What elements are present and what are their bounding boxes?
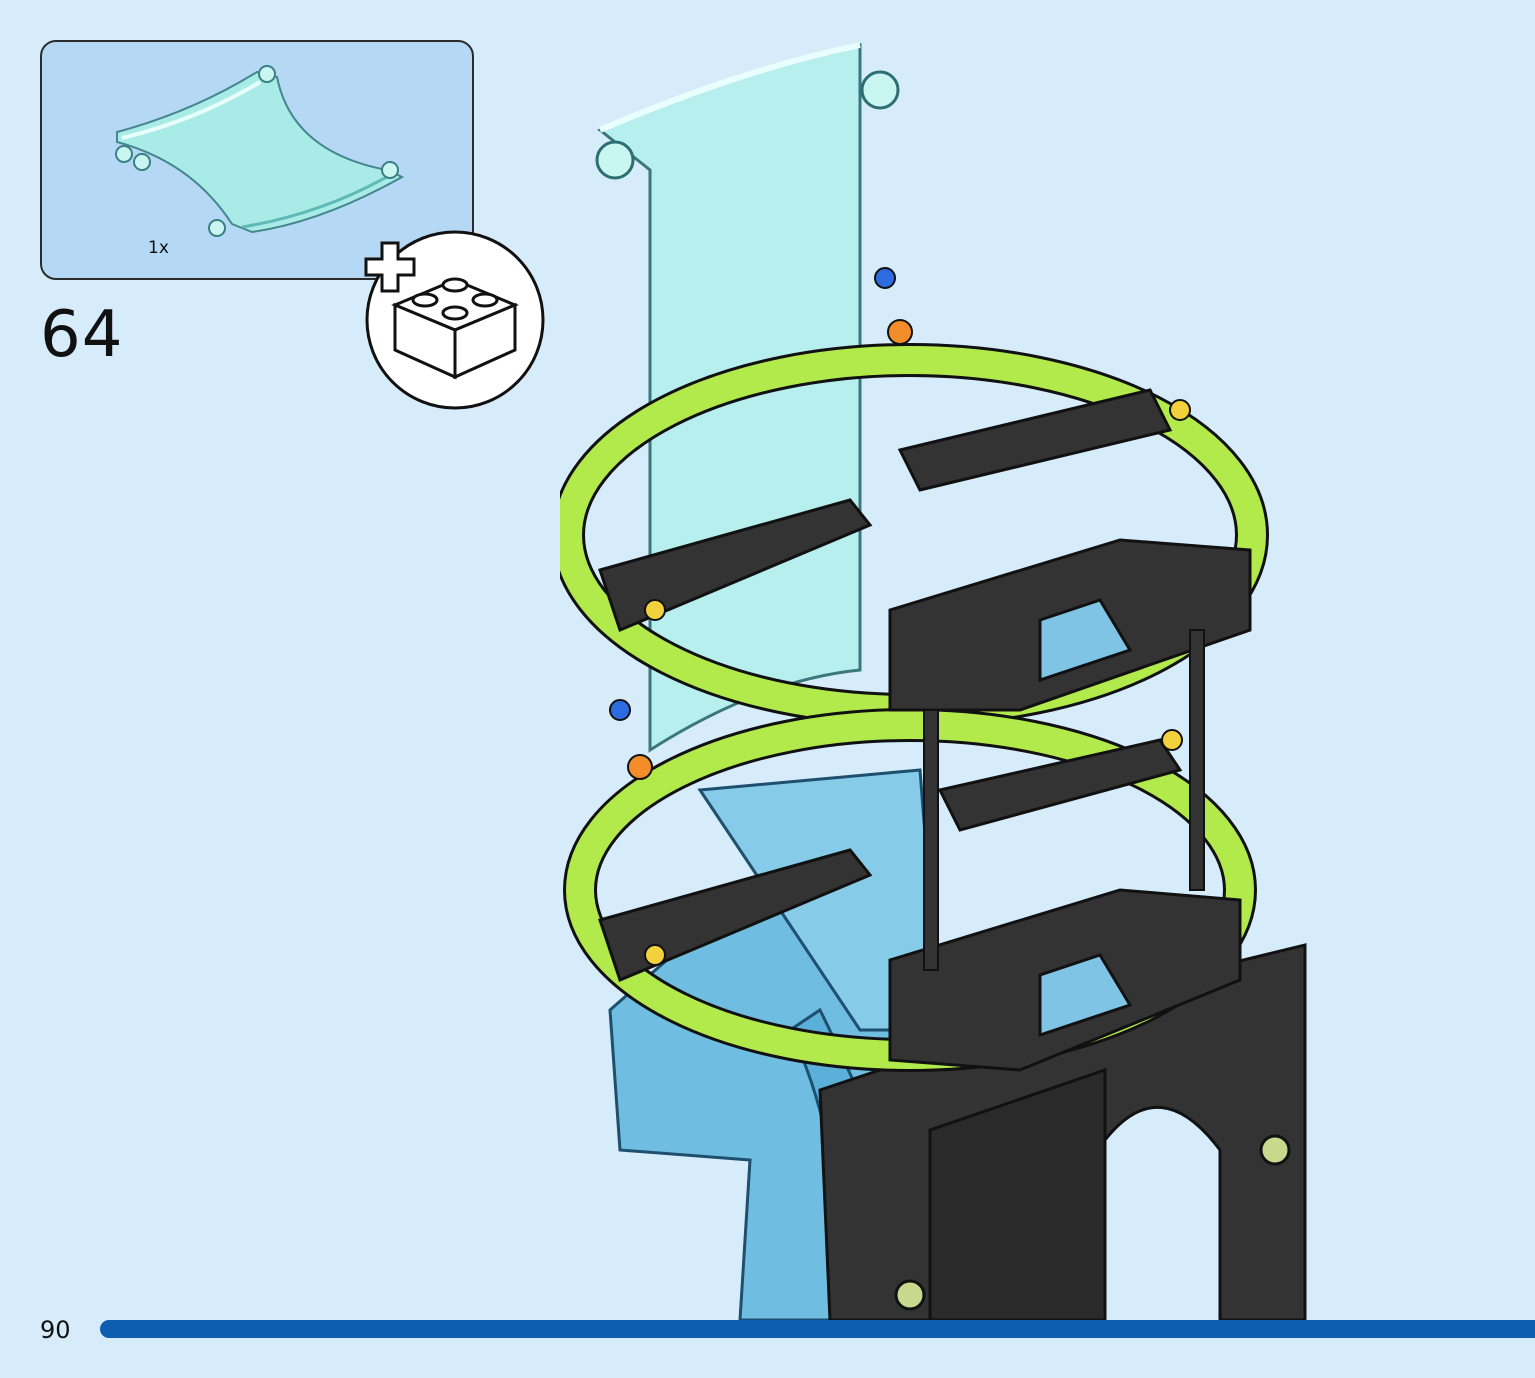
model-illustration [560,42,1307,1320]
add-brick-icon [364,230,545,410]
page-number: 90 [40,1316,71,1344]
progress-bar [100,1320,1535,1338]
curved-panel-icon [115,65,405,237]
part-quantity: 1x [148,238,169,258]
parts-callout: 1x [40,40,474,280]
step-number: 64 [40,298,124,372]
